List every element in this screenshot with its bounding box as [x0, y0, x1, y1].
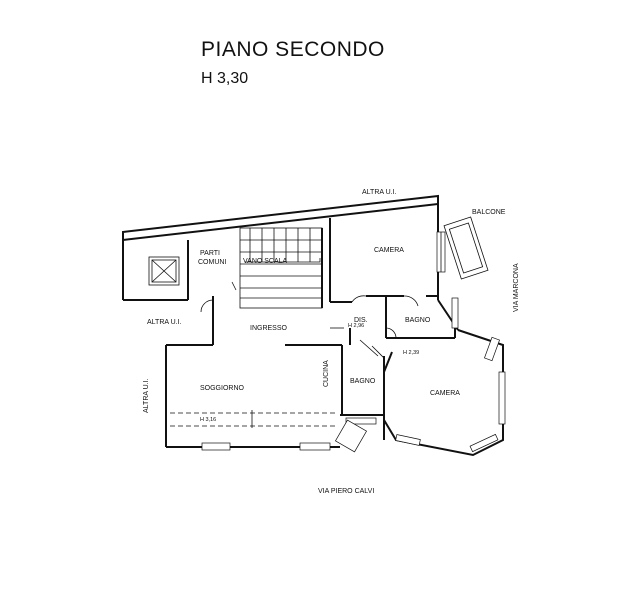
- inner-walls: [200, 218, 456, 440]
- label-soggiorno: SOGGIORNO: [200, 385, 245, 392]
- label-height-soggiorno: H 3,16: [200, 417, 216, 423]
- label-balcone: BALCONE: [472, 209, 506, 216]
- label-bagno-1: BAGNO: [405, 317, 431, 324]
- windows: [201, 231, 506, 453]
- label-comuni: COMUNI: [198, 259, 226, 266]
- plan-subtitle: H 3,30: [201, 70, 249, 87]
- vano-scala-stairs: [231, 227, 323, 309]
- label-bagno-2: BAGNO: [350, 378, 376, 385]
- label-via-piero-calvi: VIA PIERO CALVI: [318, 488, 374, 495]
- label-height-bagno: H 2,39: [403, 350, 419, 356]
- label-vano-scala: VANO SCALA: [243, 258, 288, 265]
- label-cucina: CUCINA: [323, 360, 330, 387]
- label-dis: DIS.: [354, 317, 368, 324]
- label-parti: PARTI: [200, 250, 220, 257]
- balcone: [443, 216, 489, 280]
- label-camera-1: CAMERA: [374, 247, 404, 254]
- soggiorno-level-line: [170, 410, 338, 428]
- label-height-dis: H 2,96: [348, 323, 364, 329]
- label-altra-ui-vertical: ALTRA U.I.: [143, 378, 150, 413]
- elevator: [148, 256, 180, 286]
- label-ingresso: INGRESSO: [250, 325, 288, 332]
- label-camera-2: CAMERA: [430, 390, 460, 397]
- label-via-marcona: VIA MARCONA: [513, 263, 520, 312]
- label-altra-ui-top: ALTRA U.I.: [362, 189, 397, 196]
- plan-title: PIANO SECONDO: [201, 38, 385, 61]
- label-altra-ui-left: ALTRA U.I.: [147, 319, 182, 326]
